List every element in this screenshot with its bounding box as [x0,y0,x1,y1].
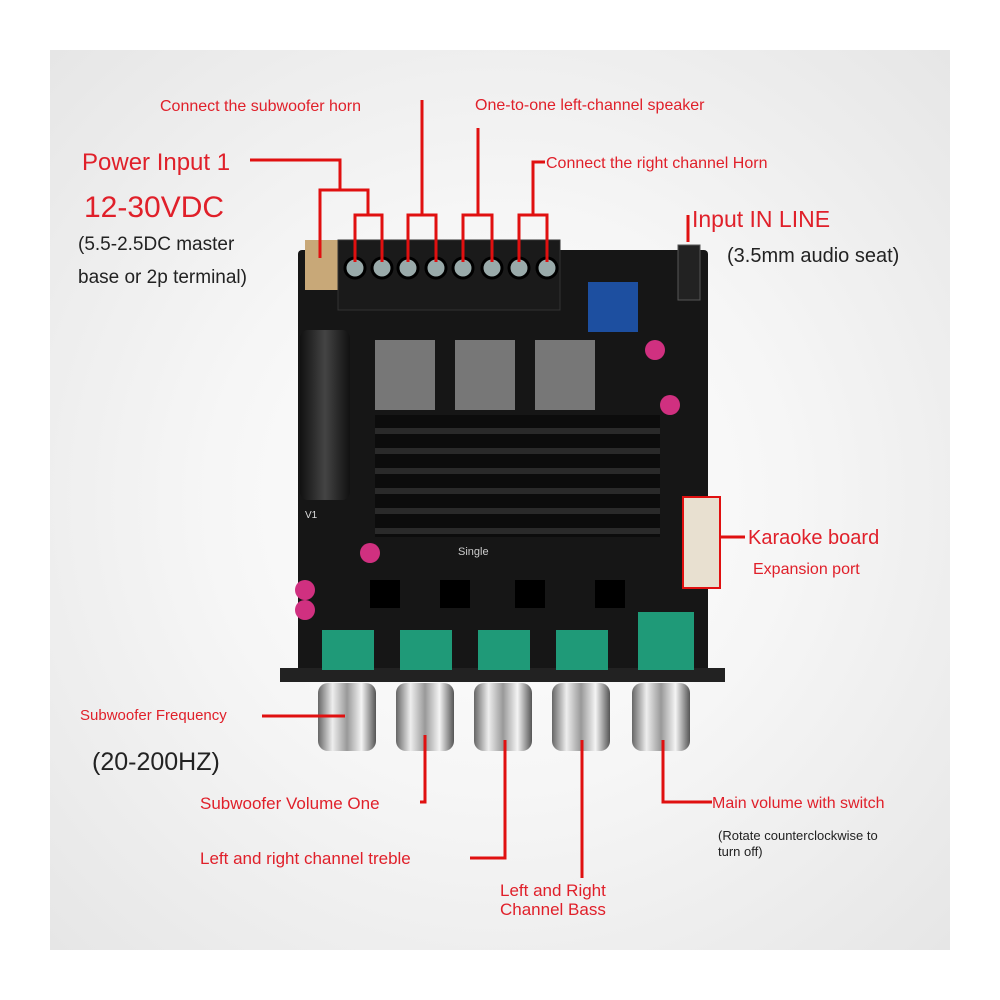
bluetooth-module [588,282,638,332]
amplifier-board: V1 Single [280,239,725,751]
label-subwoofer-horn: Connect the subwoofer horn [160,98,361,115]
audio-jack [677,244,701,301]
knobs [318,683,690,751]
label-right-horn: Connect the right channel Horn [546,155,767,172]
capacitor [295,580,315,600]
heatsink [375,415,660,537]
capacitor [360,543,380,563]
label-input-line: Input IN LINE [692,206,830,232]
label-karaoke: Karaoke board [748,527,879,549]
karaoke-port [682,496,721,589]
label-main-volume: Main volume with switch [712,795,885,812]
inductor [375,340,435,410]
label-main-note-2: turn off) [718,844,763,859]
inductor [455,340,515,410]
label-expansion: Expansion port [753,561,860,578]
label-sub-freq: Subwoofer Frequency [80,707,227,724]
label-bass-1: Left and Right [500,881,606,900]
label-input-note: (3.5mm audio seat) [727,245,899,267]
callout-lines [250,100,745,878]
op-amp-chips [370,580,625,608]
capacitor [295,600,315,620]
label-voltage: 12-30VDC [84,191,224,224]
label-power-note-2: base or 2p terminal) [78,267,247,288]
knob-treble [474,683,532,751]
label-left-speaker: One-to-one left-channel speaker [475,97,705,114]
inductor [535,340,595,410]
main-capacitor [300,330,350,500]
potentiometers [322,612,694,670]
label-main-note-1: (Rotate counterclockwise to [718,828,878,843]
label-freq-range: (20-200HZ) [92,748,220,776]
silkscreen-single: Single [458,546,489,558]
label-power-input: Power Input 1 [82,149,230,176]
capacitor [660,395,680,415]
knob-bass [552,683,610,751]
dc-jack [305,240,340,290]
capacitor [645,340,665,360]
label-bass-2: Channel Bass [500,900,606,919]
label-power-note-1: (5.5-2.5DC master [78,234,235,255]
label-treble: Left and right channel treble [200,849,411,868]
knob-subwoofer-volume [396,683,454,751]
knob-main-volume [632,683,690,751]
terminal-screws [343,256,559,280]
knob-subwoofer-frequency [318,683,376,751]
front-panel [280,668,725,682]
label-sub-volume: Subwoofer Volume One [200,794,380,813]
silkscreen-v1: V1 [305,510,318,521]
